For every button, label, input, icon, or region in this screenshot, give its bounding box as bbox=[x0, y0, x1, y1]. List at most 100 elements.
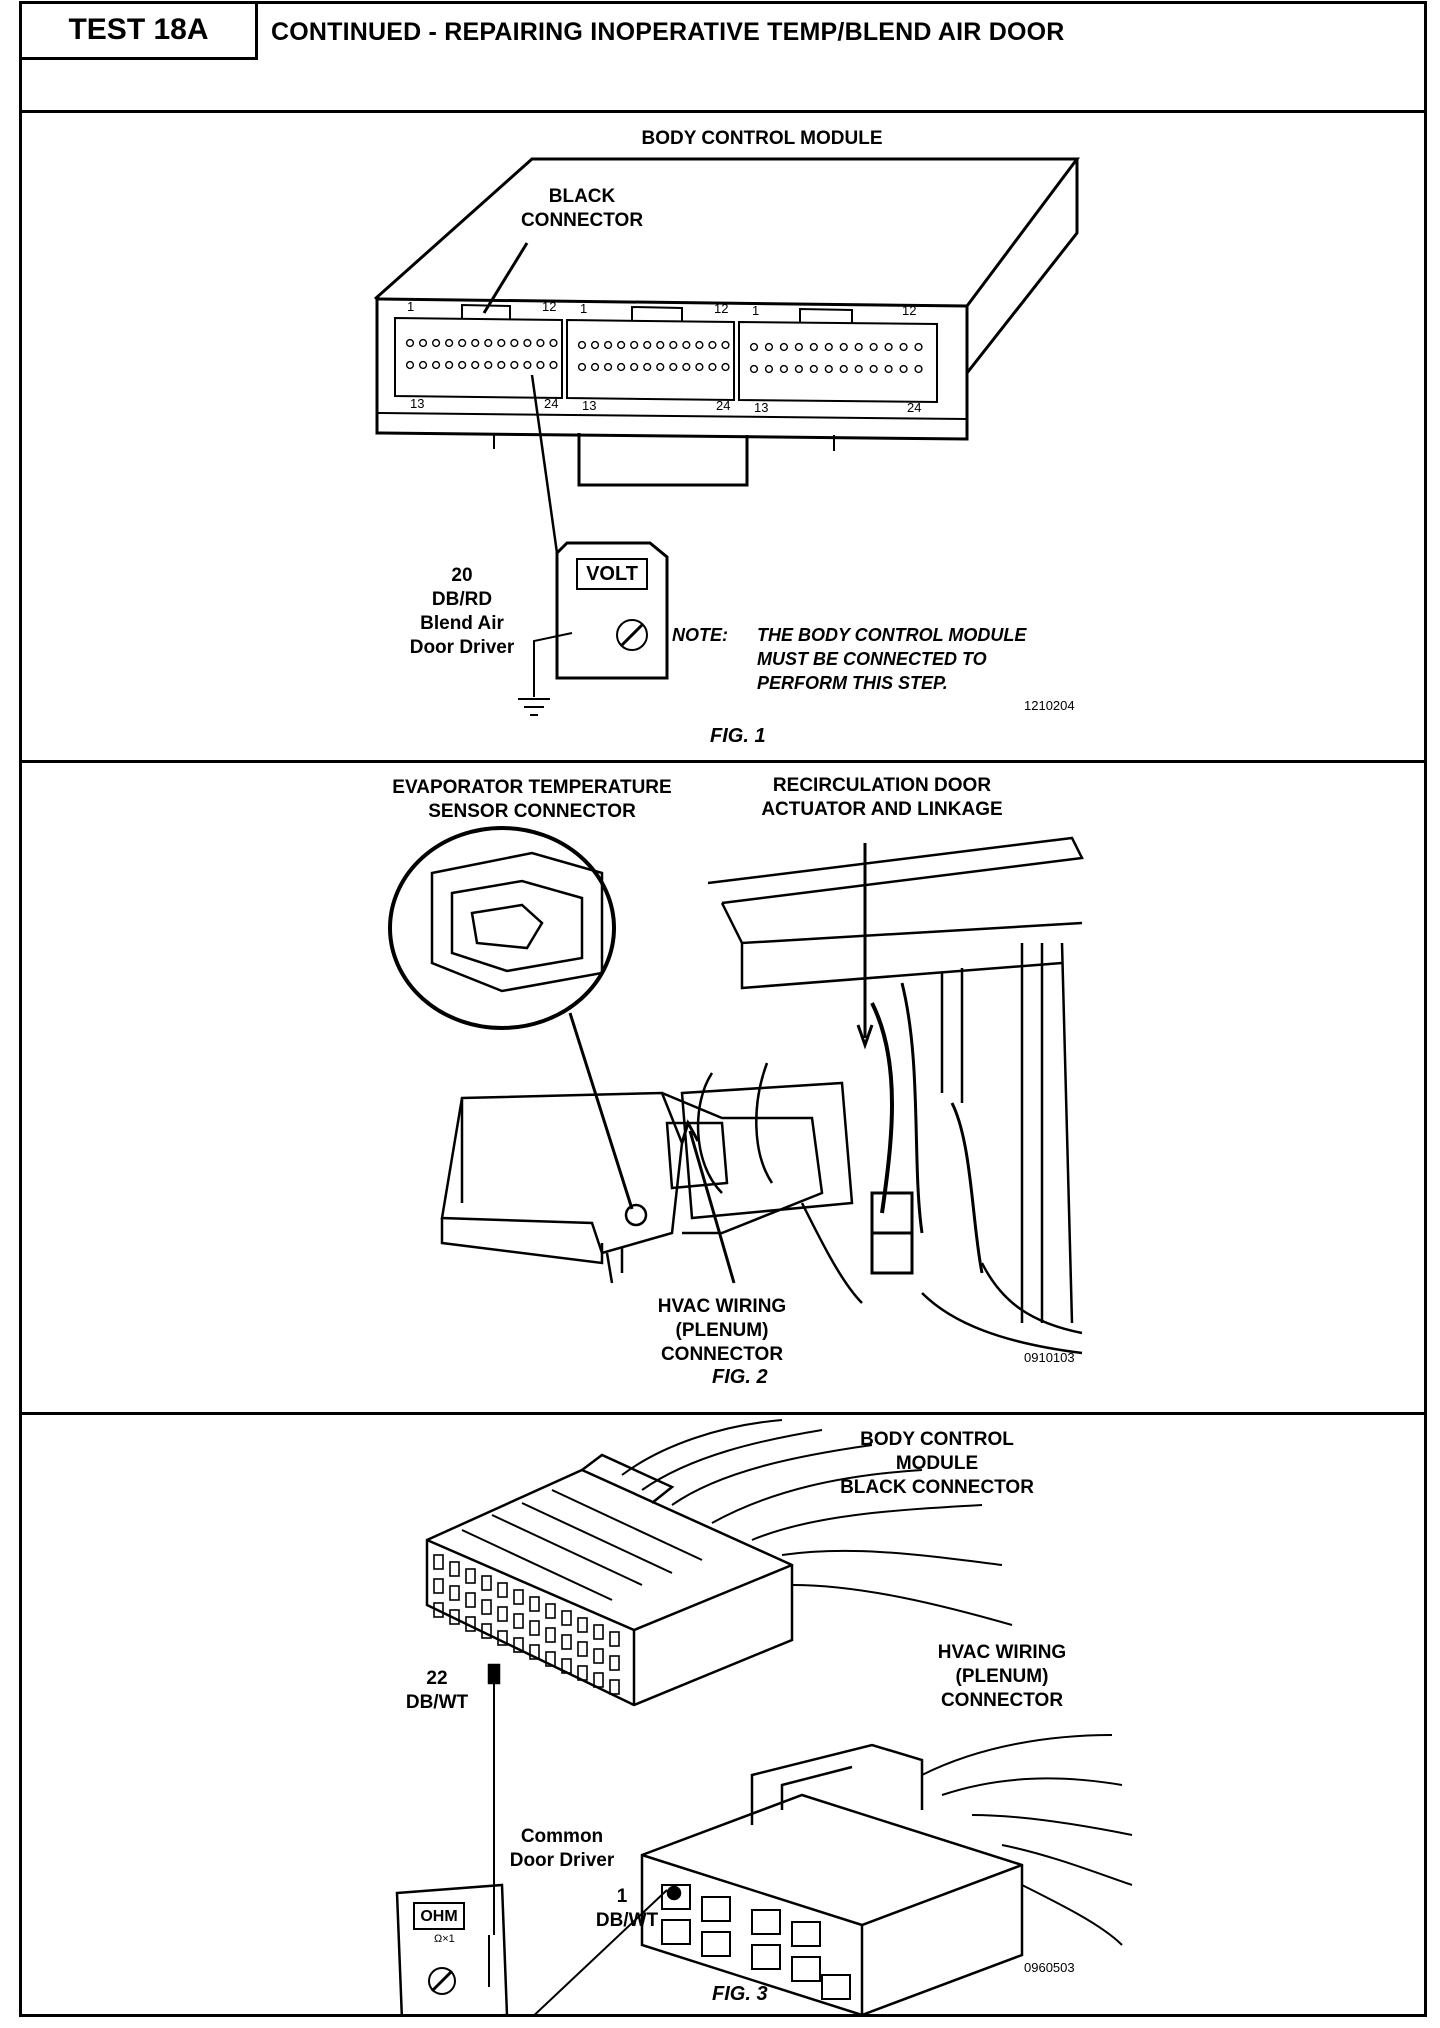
connector-pin bbox=[899, 364, 908, 374]
connector-pin bbox=[884, 364, 893, 374]
connector-cavity bbox=[545, 1651, 556, 1667]
connector-cavity bbox=[433, 1602, 444, 1618]
connector-cavity bbox=[561, 1658, 572, 1674]
connector-cavity bbox=[481, 1623, 492, 1639]
connector-cavity bbox=[561, 1610, 572, 1626]
connector-cavity bbox=[465, 1616, 476, 1632]
pin-13-b: 13 bbox=[582, 398, 597, 413]
connector-pin bbox=[824, 364, 833, 374]
connector-pin bbox=[471, 338, 480, 348]
connector-pin bbox=[869, 364, 878, 374]
pin-24-c: 24 bbox=[907, 400, 922, 415]
connector-pin bbox=[445, 338, 454, 348]
connector-pin bbox=[484, 338, 493, 348]
connector-pin bbox=[682, 340, 691, 350]
figure-2-code: 0910103 bbox=[1024, 1350, 1075, 1365]
connector-pin bbox=[497, 360, 506, 370]
connector-pin bbox=[617, 340, 626, 350]
figure-1-panel: BODY CONTROL MODULE BLACK CONNECTOR 1 12… bbox=[22, 113, 1424, 763]
connector-pin bbox=[577, 362, 587, 372]
connector-cavity bbox=[593, 1624, 604, 1640]
ohm-meter-range: Ω×1 bbox=[434, 1933, 455, 1945]
note-prefix: NOTE: bbox=[672, 625, 728, 645]
recirc-door-label-1: RECIRCULATION DOOR bbox=[772, 775, 992, 796]
connector-cavity bbox=[545, 1627, 556, 1643]
connector-pin bbox=[630, 362, 639, 372]
connector-pin bbox=[643, 362, 652, 372]
connector-pin bbox=[536, 360, 545, 370]
connector-pin bbox=[914, 342, 923, 352]
connector-pin bbox=[405, 338, 415, 348]
pin-1-c: 1 bbox=[752, 303, 760, 318]
pin-24-a: 24 bbox=[544, 396, 559, 411]
connector-cavity bbox=[513, 1637, 524, 1653]
connector-cavity bbox=[609, 1655, 620, 1671]
connector-pin bbox=[431, 338, 441, 348]
connector-pin bbox=[617, 362, 626, 372]
note-line-3: PERFORM THIS STEP. bbox=[757, 673, 948, 693]
connector-pin bbox=[794, 342, 803, 352]
connector-cavity bbox=[465, 1592, 476, 1608]
connector-pin bbox=[708, 362, 717, 372]
connector-cavity bbox=[449, 1609, 460, 1625]
ohm-meter-label: OHM bbox=[420, 1908, 458, 1925]
bcm-black-connector-label-1: BODY CONTROL bbox=[860, 1429, 1014, 1450]
pin-1-b: 1 bbox=[580, 301, 588, 316]
connector-cavity bbox=[577, 1641, 588, 1657]
pin-13-a: 13 bbox=[410, 396, 425, 411]
connector-drawing bbox=[395, 1419, 1133, 2015]
connector-pin bbox=[656, 340, 665, 350]
pin-1-color: DB/WT bbox=[595, 1910, 659, 1931]
black-connector-label-1: BLACK bbox=[548, 186, 616, 207]
connector-pin bbox=[779, 364, 789, 374]
connector-pin bbox=[458, 360, 467, 370]
connector-cavity bbox=[577, 1665, 588, 1681]
note-line-1: THE BODY CONTROL MODULE bbox=[757, 625, 1027, 645]
connector-pin bbox=[749, 342, 759, 352]
bcm-drawing bbox=[374, 157, 1080, 716]
hvac-plenum-label-1: HVAC WIRING bbox=[657, 1296, 787, 1317]
connector-cavity bbox=[449, 1561, 460, 1577]
figure-3-code: 0960503 bbox=[1024, 1960, 1075, 1975]
connector-cavity bbox=[577, 1617, 588, 1633]
connector-pin bbox=[869, 342, 878, 352]
pin-12-b: 12 bbox=[714, 301, 729, 316]
pin-1-a: 1 bbox=[407, 299, 415, 314]
pin-12-c: 12 bbox=[902, 303, 917, 318]
connector-pin bbox=[405, 360, 415, 370]
common-door-driver-label-1: Common bbox=[520, 1826, 604, 1847]
connector-pin bbox=[854, 342, 863, 352]
pin-1-number: 1 bbox=[616, 1886, 628, 1907]
connector-cavity bbox=[433, 1578, 444, 1594]
connector-pin bbox=[656, 362, 665, 372]
connector-pin bbox=[749, 364, 759, 374]
note-line-2: MUST BE CONNECTED TO bbox=[757, 649, 987, 669]
figure-2-panel: EVAPORATOR TEMPERATURE SENSOR CONNECTOR … bbox=[22, 763, 1424, 1415]
wire-number: 20 bbox=[451, 565, 473, 586]
connector-pin bbox=[431, 360, 441, 370]
connector-pin bbox=[458, 338, 467, 348]
connector-pin bbox=[721, 362, 730, 372]
connector-pin bbox=[549, 360, 558, 370]
connector-cavity bbox=[545, 1603, 556, 1619]
connector-pin bbox=[721, 340, 730, 350]
connector-pin bbox=[510, 338, 519, 348]
black-connector-label-2: CONNECTOR bbox=[520, 210, 644, 231]
recirc-door-label-2: ACTUATOR AND LINKAGE bbox=[761, 799, 1003, 820]
wire-desc-2: Door Driver bbox=[409, 637, 515, 658]
connector-cavity bbox=[497, 1582, 508, 1598]
connector-pin bbox=[484, 360, 493, 370]
connector-pin bbox=[471, 360, 480, 370]
figure-2-caption: FIG. 2 bbox=[712, 1366, 768, 1388]
page-frame: TEST 18A CONTINUED - REPAIRING INOPERATI… bbox=[19, 1, 1427, 2017]
connector-cavity bbox=[529, 1620, 540, 1636]
connector-pin bbox=[445, 360, 454, 370]
figure-3-panel: BODY CONTROL MODULE BLACK CONNECTOR HVAC… bbox=[22, 1415, 1424, 2017]
connector-pin bbox=[669, 340, 678, 350]
connector-cavity bbox=[609, 1679, 620, 1695]
connector-cavity bbox=[609, 1631, 620, 1647]
connector-cavity bbox=[465, 1568, 476, 1584]
connector-pin bbox=[603, 340, 613, 350]
volt-meter-label: VOLT bbox=[586, 563, 638, 585]
connector-pin bbox=[695, 340, 704, 350]
